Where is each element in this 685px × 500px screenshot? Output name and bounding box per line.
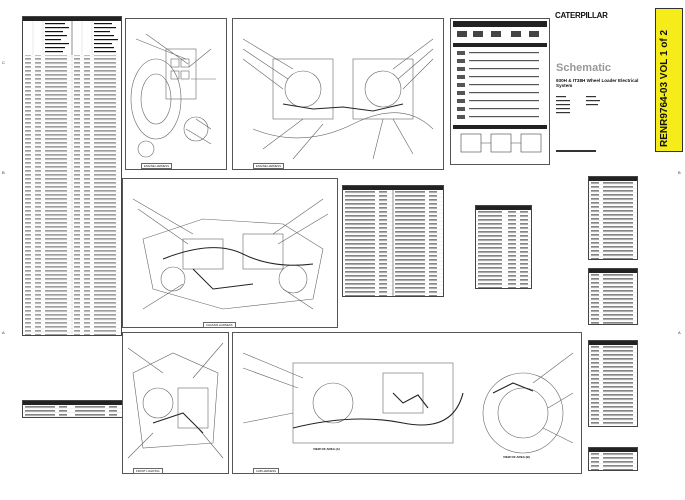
table-header — [589, 448, 637, 452]
schematic-title: Schematic — [556, 62, 612, 74]
document-number-banner: RENR9764-03 VOL 1 of 2 — [655, 8, 683, 152]
table-header — [589, 177, 637, 181]
engine-view-frame: ENGINE HARNESS — [125, 18, 227, 170]
table-header — [23, 17, 121, 21]
footer-note — [556, 150, 596, 152]
right-table-1 — [588, 176, 638, 260]
view-area-a-label: VIEW OF AREA (A) — [313, 447, 340, 451]
view-area-b-label: VIEW OF AREA (B) — [503, 455, 530, 459]
connector-table — [342, 185, 444, 297]
table-header — [589, 341, 637, 345]
schematic-subtitle: 930H & IT38H Wheel Loader Electrical Sys… — [556, 78, 639, 88]
view-caption: CAB HARNESS — [253, 468, 280, 474]
table-header — [589, 269, 637, 273]
document-number: RENR9764-03 VOL 1 of 2 — [659, 29, 670, 147]
view-caption: ENGINE HARNESS — [141, 163, 173, 169]
right-table-3 — [588, 340, 638, 427]
view-caption: ENGINE HARNESS — [253, 163, 285, 169]
chassis-harness-frame: CHASSIS HARNESS — [122, 178, 338, 328]
table-header — [343, 186, 443, 190]
table-grid — [24, 21, 120, 335]
component-location-table — [22, 16, 122, 336]
harness-table — [475, 205, 532, 289]
cab-harness-frame: VIEW OF AREA (A) VIEW OF AREA (B) CAB HA… — [232, 332, 582, 474]
caterpillar-logo: CATERPILLAR — [555, 11, 608, 20]
serial-number-block — [556, 96, 600, 114]
engine-harness-frame: ENGINE HARNESS — [232, 18, 444, 170]
table-header — [23, 401, 123, 405]
legend-block — [450, 18, 550, 165]
bottom-left-table — [22, 400, 124, 418]
right-table-4 — [588, 447, 638, 471]
view-caption: CHASSIS HARNESS — [203, 322, 236, 328]
table-header — [476, 206, 531, 210]
view-caption: FRONT LIGHTING — [133, 468, 163, 474]
right-table-2 — [588, 268, 638, 325]
front-lighting-frame: FRONT LIGHTING — [122, 332, 229, 474]
